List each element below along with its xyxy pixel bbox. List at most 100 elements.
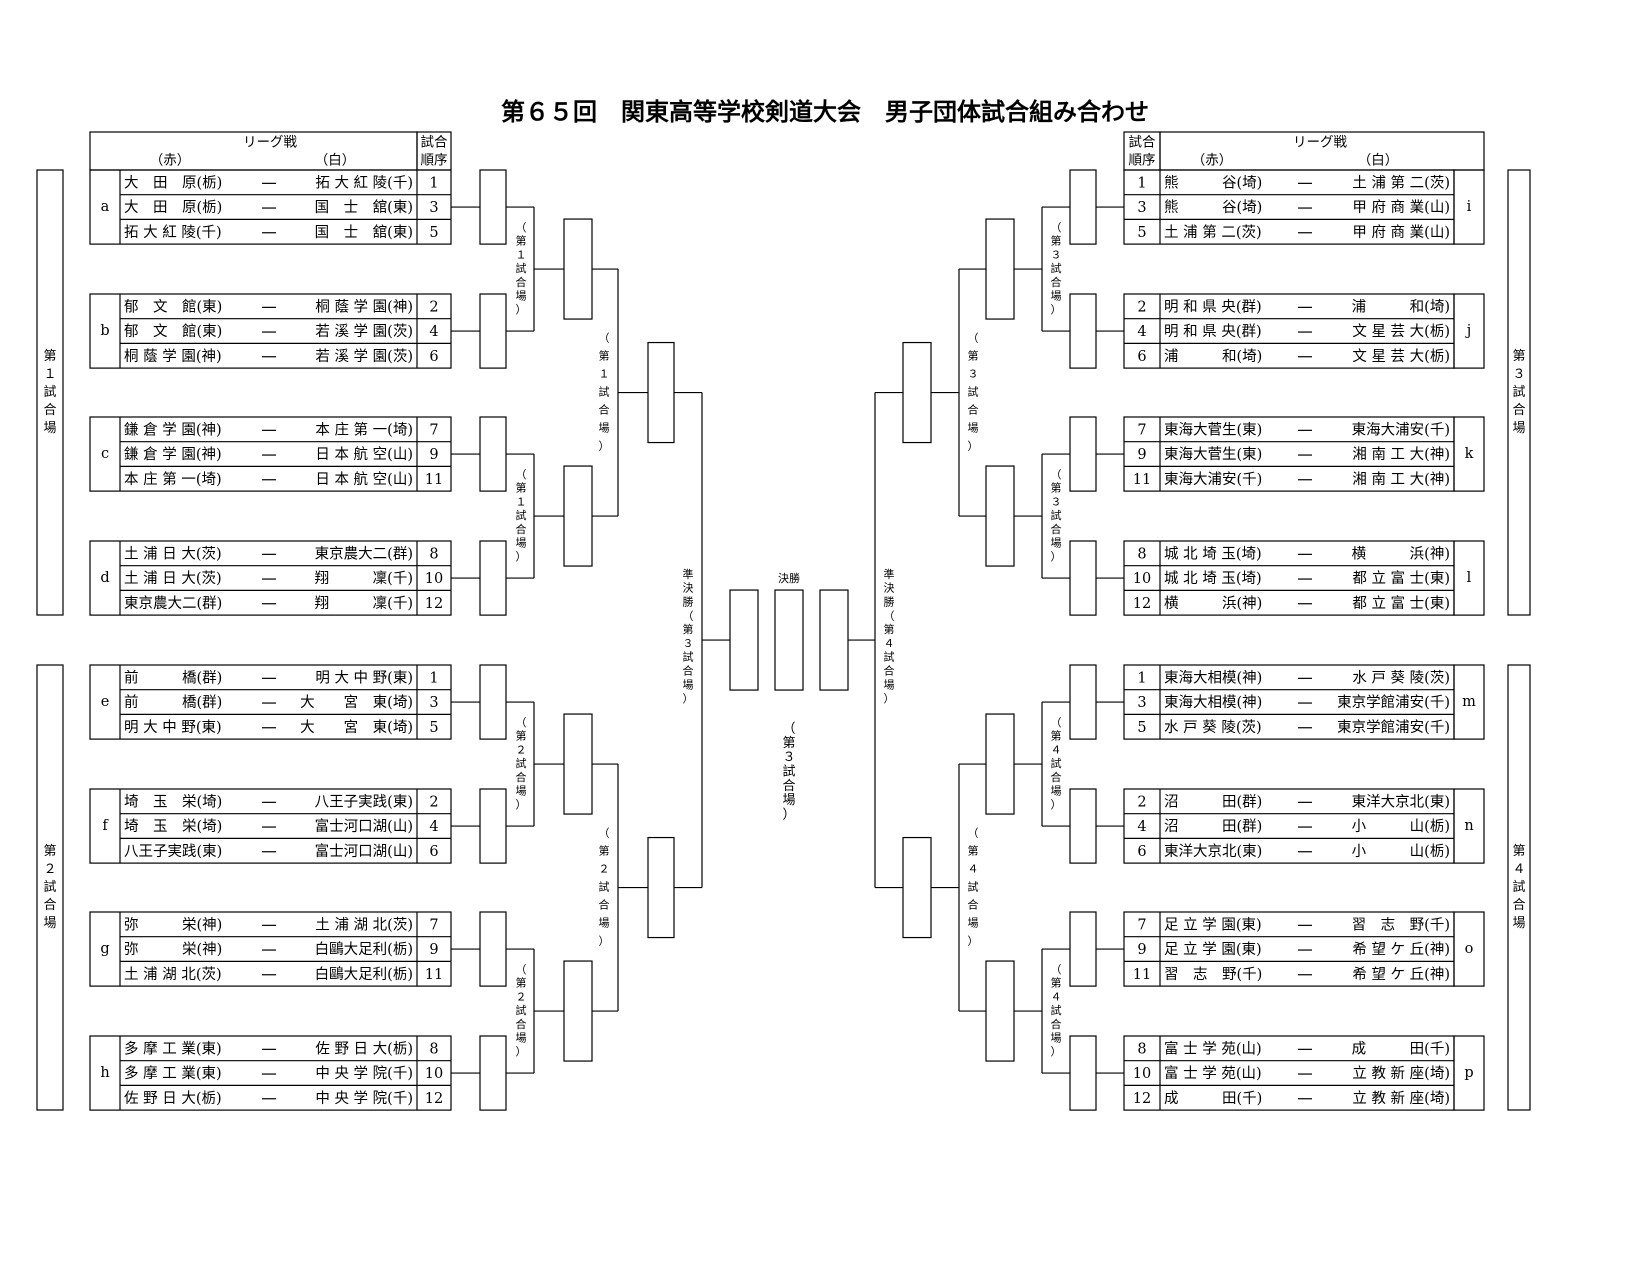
vertical-char: １ [599,368,610,381]
team-red: 弥 栄(神) [124,940,222,958]
team-white: 中 央 学 院(千) [315,1065,413,1082]
vertical-char: 場 [683,678,694,691]
team-white: 文 星 芸 大(栃) [1352,348,1450,365]
vertical-char: 合 [516,770,527,784]
group-letter: c [101,446,109,462]
team-white: 都 立 富 士(東) [1352,569,1450,587]
match-order: 10 [1133,1066,1151,1082]
match-order: 4 [1137,324,1146,340]
vertical-char: ） [599,440,610,453]
match-order: 5 [429,225,438,241]
right-order-header-1: 試合 [1129,135,1157,151]
vertical-char: ３ [782,750,795,765]
match-order: 5 [1137,225,1146,241]
vertical-char: （ [968,332,979,345]
vertical-char: 場 [968,917,979,930]
vertical-char: 場 [516,536,527,549]
vertical-char: 合 [968,403,979,417]
vertical-char: 合 [968,898,979,912]
team-red: 東海大浦安(千) [1164,471,1262,488]
team-white: 拓 大 紅 陵(千) [315,174,413,191]
vertical-char: 試 [599,385,610,399]
match-order: 9 [429,447,438,463]
vertical-char: 試 [1051,1003,1062,1017]
round2-box [563,218,593,320]
vertical-char: 合 [599,898,610,912]
match-order: 3 [429,200,438,216]
vertical-char: 場 [516,289,527,302]
vertical-char: ４ [884,637,895,650]
vertical-char: ） [884,692,895,705]
vertical-char: 準 [683,567,694,581]
vertical-char: ） [968,935,979,948]
vertical-char: 試 [516,261,527,275]
final-left-box [729,589,759,691]
group-letter: f [102,818,109,834]
vertical-char: ４ [1512,862,1525,877]
team-white: 大 宮 東(埼) [300,694,413,711]
group-winner-box [479,416,507,492]
team-red: 本 庄 第 一(埼) [124,470,222,488]
team-white: 成 田(千) [1352,1040,1450,1057]
team-white: 明 大 中 野(東) [315,669,413,686]
vertical-char: 勝 [884,595,895,609]
match-order: 1 [1137,175,1146,191]
venue-bar-1 [36,169,64,616]
team-red: 土 浦 日 大(茨) [124,545,222,562]
team-red: 埼 玉 栄(埼) [124,818,222,835]
round2-box [563,465,593,567]
team-white: 翔 凜(千) [315,570,413,587]
vertical-char: 合 [516,275,527,289]
team-white: 湘 南 工 大(神) [1352,446,1450,463]
team-red: 東海大菅生(東) [1164,446,1262,463]
vertical-char: ） [599,935,610,948]
match-order: 2 [429,299,438,315]
team-red: 多 摩 工 業(東) [124,1064,222,1082]
match-order: 12 [1133,596,1151,612]
vertical-char: 試 [516,1003,527,1017]
team-white: 甲 府 商 業(山) [1352,199,1450,216]
team-white: 中 央 学 院(千) [315,1090,413,1107]
vertical-char: （ [1051,468,1062,481]
round3-box [902,836,932,939]
vertical-char: （ [782,722,795,737]
vertical-char: 場 [1051,1031,1062,1044]
right-order-header-2: 順序 [1129,153,1156,169]
vertical-char: 勝 [683,595,694,609]
vertical-char: （ [683,609,694,622]
match-order: 11 [1133,967,1151,983]
group-winner-box [479,664,507,740]
group-letter-cell [1453,416,1485,492]
vertical-char: ２ [516,743,527,756]
team-red: 大 田 原(栃) [124,199,222,216]
vertical-char: 合 [516,522,527,536]
group-winner-box [1069,788,1097,864]
team-white: 白鷗大足利(栃) [315,940,413,958]
match-order: 11 [425,967,443,983]
vertical-char: 場 [43,916,56,931]
vertical-char: 場 [968,422,979,435]
match-order: 8 [429,1041,438,1057]
team-white: 小 山(栃) [1352,818,1450,835]
vertical-char: 第 [1512,349,1525,364]
team-red: 佐 野 日 大(栃) [124,1090,222,1107]
group-letter: h [100,1065,109,1081]
vertical-char: ） [782,807,795,822]
match-order: 6 [429,349,438,365]
match-order: 3 [429,695,438,711]
vertical-char: 試 [968,385,979,399]
vertical-char: ４ [1051,743,1062,756]
match-order: 12 [1133,1091,1151,1107]
team-red: 明 和 県 央(群) [1164,298,1262,315]
group-letter: k [1465,446,1474,462]
vertical-char: １ [516,248,527,261]
vertical-char: 第 [1051,729,1062,743]
team-red: 前 橋(群) [124,694,222,711]
